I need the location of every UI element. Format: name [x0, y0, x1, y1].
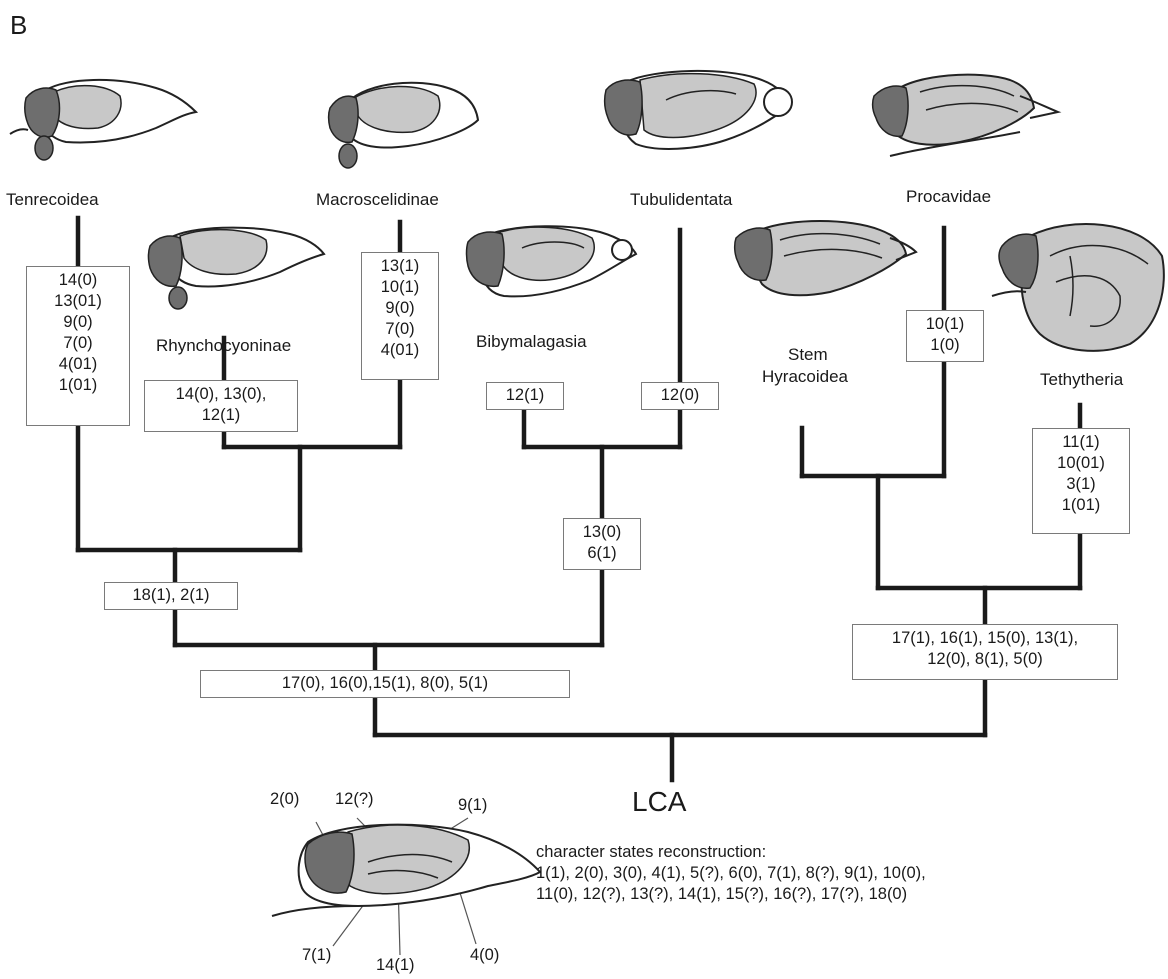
box-line: 7(0) [29, 333, 127, 354]
box-afroinsectiphilia: 18(1), 2(1) [104, 582, 238, 610]
taxon-label-rhynchocyoninae: Rhynchocyoninae [156, 336, 291, 356]
box-paenungulata: 17(1), 16(1), 15(0), 13(1), 12(0), 8(1),… [852, 624, 1118, 680]
taxon-label-tenrecoidea: Tenrecoidea [6, 190, 99, 210]
box-macroscelidinae: 13(1) 10(1) 9(0) 7(0) 4(01) [361, 252, 439, 380]
box-line: 1(0) [909, 335, 981, 356]
box-line: 12(0) [644, 385, 716, 406]
taxon-label-bibymalagasia: Bibymalagasia [476, 332, 587, 352]
box-line: 1(01) [1035, 495, 1127, 516]
box-bib-tub-clade: 13(0) 6(1) [563, 518, 641, 570]
box-line: 3(1) [1035, 474, 1127, 495]
callout-2: 2(0) [270, 790, 299, 809]
brain-tenrecoidea-image [6, 70, 206, 170]
box-procavidae: 10(1) 1(0) [906, 310, 984, 362]
callout-4: 4(0) [470, 946, 499, 965]
callout-9: 9(1) [458, 796, 487, 815]
box-line: 17(1), 16(1), 15(0), 13(1), [855, 628, 1115, 649]
taxon-label-stem-line2: Hyracoidea [762, 367, 848, 387]
box-line: 7(0) [364, 319, 436, 340]
box-line: 10(1) [364, 277, 436, 298]
box-line: 14(0) [29, 270, 127, 291]
brain-macroscelidinae-image [318, 72, 488, 172]
box-line: 10(01) [1035, 453, 1127, 474]
brain-bibymalagasia-image [460, 218, 640, 318]
box-left-root: 17(0), 16(0),15(1), 8(0), 5(1) [200, 670, 570, 698]
brain-procavidae-image [870, 62, 1070, 172]
taxon-label-tubulidentata: Tubulidentata [630, 190, 732, 210]
box-line: 4(01) [29, 354, 127, 375]
box-tethytheria: 11(1) 10(01) 3(1) 1(01) [1032, 428, 1130, 534]
box-line: 12(1) [147, 405, 295, 426]
box-line: 10(1) [909, 314, 981, 335]
box-line: 1(01) [29, 375, 127, 396]
reconstruction-line: 1(1), 2(0), 3(0), 4(1), 5(?), 6(0), 7(1)… [536, 863, 926, 884]
box-line: 11(1) [1035, 432, 1127, 453]
box-line: 4(01) [364, 340, 436, 361]
callout-12: 12(?) [335, 790, 374, 809]
box-line: 13(0) [566, 522, 638, 543]
callout-14: 14(1) [376, 956, 415, 975]
reconstruction-heading: character states reconstruction: [536, 842, 926, 863]
box-tenrecoidea: 14(0) 13(01) 9(0) 7(0) 4(01) 1(01) [26, 266, 130, 426]
root-label: LCA [632, 786, 686, 818]
taxon-label-tethytheria: Tethytheria [1040, 370, 1123, 390]
box-line: 12(1) [489, 385, 561, 406]
callout-7: 7(1) [302, 946, 331, 965]
taxon-label-procavidae: Procavidae [906, 187, 991, 207]
box-line: 9(0) [364, 298, 436, 319]
box-line: 13(01) [29, 291, 127, 312]
brain-tethytheria-image [990, 216, 1168, 356]
box-line: 6(1) [566, 543, 638, 564]
reconstruction-line: 11(0), 12(?), 13(?), 14(1), 15(?), 16(?)… [536, 884, 926, 905]
box-line: 14(0), 13(0), [147, 384, 295, 405]
box-line: 13(1) [364, 256, 436, 277]
box-bibymalagasia: 12(1) [486, 382, 564, 410]
taxon-label-stem-line1: Stem [788, 345, 828, 365]
taxon-label-macroscelidinae: Macroscelidinae [316, 190, 439, 210]
box-line: 9(0) [29, 312, 127, 333]
panel-label: B [10, 10, 27, 41]
brain-lca-image [268, 812, 550, 932]
brain-stem-hyracoidea-image [730, 212, 920, 312]
box-line: 12(0), 8(1), 5(0) [855, 649, 1115, 670]
brain-tubulidentata-image [596, 60, 816, 170]
brain-rhynchocyoninae-image [140, 218, 330, 318]
box-line: 18(1), 2(1) [107, 585, 235, 606]
reconstruction-text: character states reconstruction: 1(1), 2… [536, 842, 926, 905]
box-tubulidentata: 12(0) [641, 382, 719, 410]
box-rhynchocyoninae: 14(0), 13(0), 12(1) [144, 380, 298, 432]
box-line: 17(0), 16(0),15(1), 8(0), 5(1) [203, 673, 567, 694]
